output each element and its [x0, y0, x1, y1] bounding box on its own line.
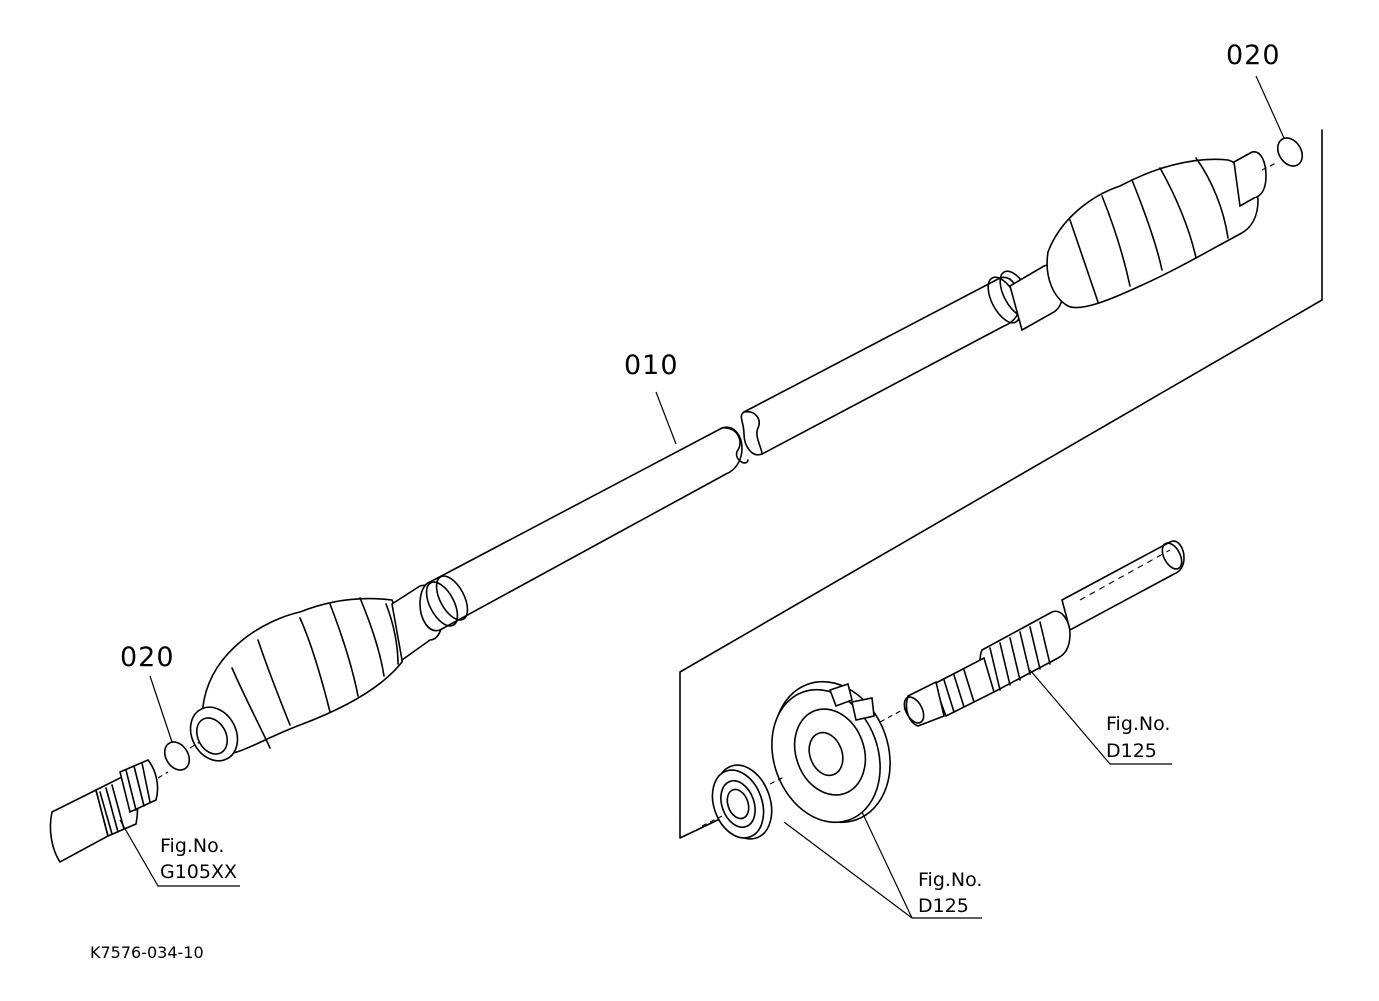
left-splined-shaft — [49, 759, 169, 864]
ref-upper-right-label: Fig.No. — [1106, 713, 1170, 735]
callout-010: 010 — [624, 350, 679, 381]
callout-020-right: 020 — [1226, 40, 1281, 71]
ref-lower-right-number: D125 — [918, 895, 969, 917]
left-boot — [189, 584, 444, 762]
ref-left-label: Fig.No. — [160, 835, 224, 857]
o-ring-right — [1276, 137, 1304, 167]
shaft-tube-left — [419, 426, 749, 632]
assembly-frame-outline — [679, 129, 1323, 839]
leader-lines — [119, 75, 1285, 919]
ref-left-number: G105XX — [160, 861, 237, 883]
o-ring-left — [163, 741, 191, 771]
callout-020-left: 020 — [120, 642, 175, 673]
drive-shaft — [189, 151, 1267, 762]
gear-flange — [771, 680, 891, 824]
shaft-tube-right — [740, 270, 1033, 456]
bearing — [701, 764, 787, 840]
drawing-code: K7576-034-10 — [90, 943, 204, 962]
right-boot — [1009, 151, 1267, 332]
ref-lower-right-label: Fig.No. — [918, 869, 982, 891]
ref-upper-right-number: D125 — [1106, 740, 1157, 762]
output-shaft — [879, 540, 1185, 727]
